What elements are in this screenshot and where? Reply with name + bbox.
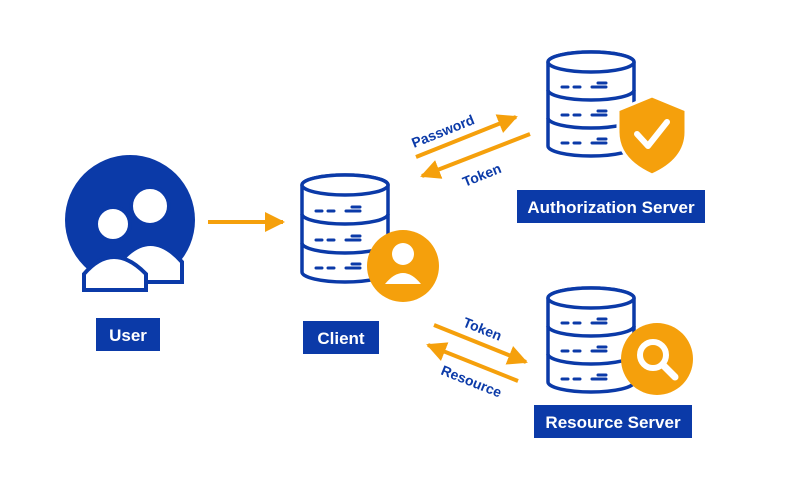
resource-exchange: Token Resource	[426, 314, 528, 401]
user-label: User	[96, 318, 160, 351]
resource-text: Resource	[439, 362, 504, 401]
person-badge-icon	[367, 230, 439, 302]
resource-server-node: Resource Server	[534, 286, 693, 438]
password-arrow	[415, 114, 518, 159]
magnifier-icon	[621, 323, 693, 395]
server-stack-icon	[300, 173, 390, 284]
auth-server-label: Authorization Server	[517, 190, 705, 223]
users-icon	[65, 155, 195, 292]
resource-server-label-text: Resource Server	[545, 413, 681, 432]
user-label-text: User	[109, 326, 147, 345]
resource-server-label: Resource Server	[534, 405, 692, 438]
auth-server-node: Authorization Server	[517, 50, 705, 223]
shield-check-icon	[616, 94, 688, 177]
user-node: User	[65, 155, 195, 351]
resource-arrow	[426, 342, 519, 383]
auth-server-label-text: Authorization Server	[527, 198, 695, 217]
client-label-text: Client	[317, 329, 365, 348]
auth-exchange: Password Token	[409, 111, 531, 190]
token-from-auth-arrow	[420, 132, 531, 179]
server-stack-icon	[546, 286, 636, 394]
token-to-resource-arrow	[433, 323, 528, 365]
client-node: Client	[300, 173, 439, 354]
client-label: Client	[303, 321, 379, 354]
token-from-auth-text: Token	[460, 160, 503, 190]
